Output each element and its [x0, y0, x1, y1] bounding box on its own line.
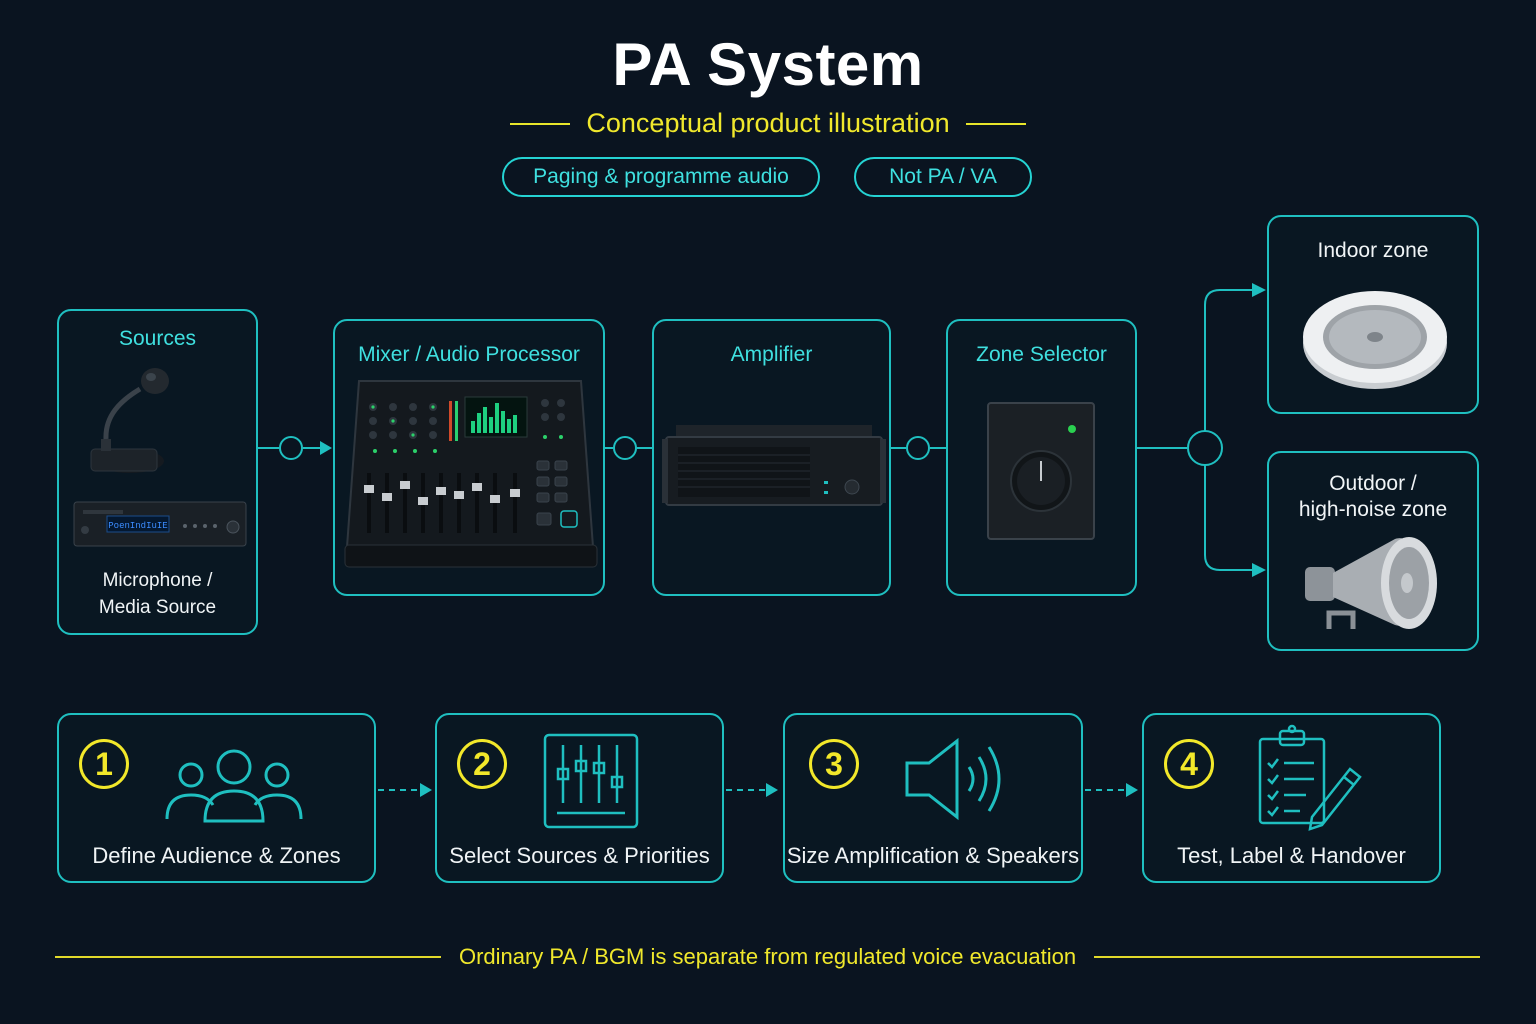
sources-caption-line1: Microphone / [102, 570, 213, 591]
mixer-title: Mixer / Audio Processor [358, 343, 580, 366]
amplifier-icon [662, 425, 886, 506]
horn-speaker-icon [1305, 537, 1437, 629]
step-1-box: 1 Define Audience & Zones [57, 713, 376, 883]
subtitle-row: Conceptual product illustration [0, 108, 1536, 139]
sources-caption: Microphone / Media Source [59, 567, 256, 621]
footer-rule-right [1094, 956, 1481, 958]
ceiling-speaker-icon [1303, 291, 1447, 389]
zone-selector-title: Zone Selector [976, 343, 1107, 366]
speaker-icon [905, 737, 1001, 821]
indoor-zone-box: Indoor zone [1267, 215, 1479, 414]
page-title: PA System [612, 31, 924, 98]
sources-title: Sources [118, 327, 197, 350]
step-2-box: 2 Select Sources & Priorities [435, 713, 724, 883]
sources-caption-line2: Media Source [98, 597, 217, 618]
connector-node [613, 436, 637, 460]
sliders-icon [543, 733, 639, 829]
people-icon [165, 749, 303, 823]
zone-selector-knob-icon [987, 402, 1095, 540]
step-3-label: Size Amplification & Speakers [786, 843, 1080, 868]
step-2-label: Select Sources & Priorities [449, 843, 710, 868]
arrow-head [320, 441, 332, 455]
step-3-number: 3 [809, 739, 859, 789]
step-4-number: 4 [1164, 739, 1214, 789]
arrow-head [1252, 283, 1266, 297]
amplifier-box: Amplifier [652, 319, 891, 596]
microphone-icon [90, 368, 169, 473]
subtitle-rule-left [510, 122, 571, 125]
step-3-box: 3 Size Amplification & Speakers [783, 713, 1083, 883]
connector-node [906, 436, 930, 460]
checklist-icon [1258, 724, 1362, 831]
mixer-box: Mixer / Audio Processor [333, 319, 605, 596]
outdoor-zone-title-line2: high-noise zone [1298, 498, 1448, 521]
branch-outdoor [1204, 465, 1252, 571]
step-2-number: 2 [457, 739, 507, 789]
svg-text:PoenIndIuIE: PoenIndIuIE [108, 521, 167, 531]
subtitle-rule-right [965, 122, 1026, 125]
arrow-head [1252, 563, 1266, 577]
outdoor-zone-title-line1: Outdoor / [1329, 472, 1417, 495]
indoor-zone-title: Indoor zone [1317, 239, 1429, 262]
step-1-label: Define Audience & Zones [92, 843, 341, 868]
zone-selector-box: Zone Selector [946, 319, 1137, 596]
amplifier-title: Amplifier [730, 343, 813, 366]
connector-node [279, 436, 303, 460]
pill-paging: Paging & programme audio [502, 157, 820, 197]
step-1-number: 1 [79, 739, 129, 789]
outdoor-zone-box: Outdoor / high-noise zone [1267, 451, 1479, 651]
media-player-icon: PoenIndIuIE [73, 501, 247, 547]
subtitle: Conceptual product illustration [586, 108, 950, 138]
sources-box: Sources PoenIndIuIE Microphone / Media S… [57, 309, 258, 635]
branch-indoor [1204, 289, 1252, 431]
footer-note: Ordinary PA / BGM is separate from regul… [458, 944, 1077, 969]
mixer-console-icon [344, 380, 598, 568]
outdoor-zone-title: Outdoor / high-noise zone [1269, 471, 1477, 523]
footer: Ordinary PA / BGM is separate from regul… [55, 944, 1481, 970]
microphone-media-illustration: PoenIndIuIE [73, 368, 247, 547]
pill-not-pava: Not PA / VA [854, 157, 1032, 197]
step-4-label: Test, Label & Handover [1177, 843, 1406, 868]
step-4-box: 4 Test, Label & Handover [1142, 713, 1441, 883]
footer-rule-left [55, 956, 441, 958]
